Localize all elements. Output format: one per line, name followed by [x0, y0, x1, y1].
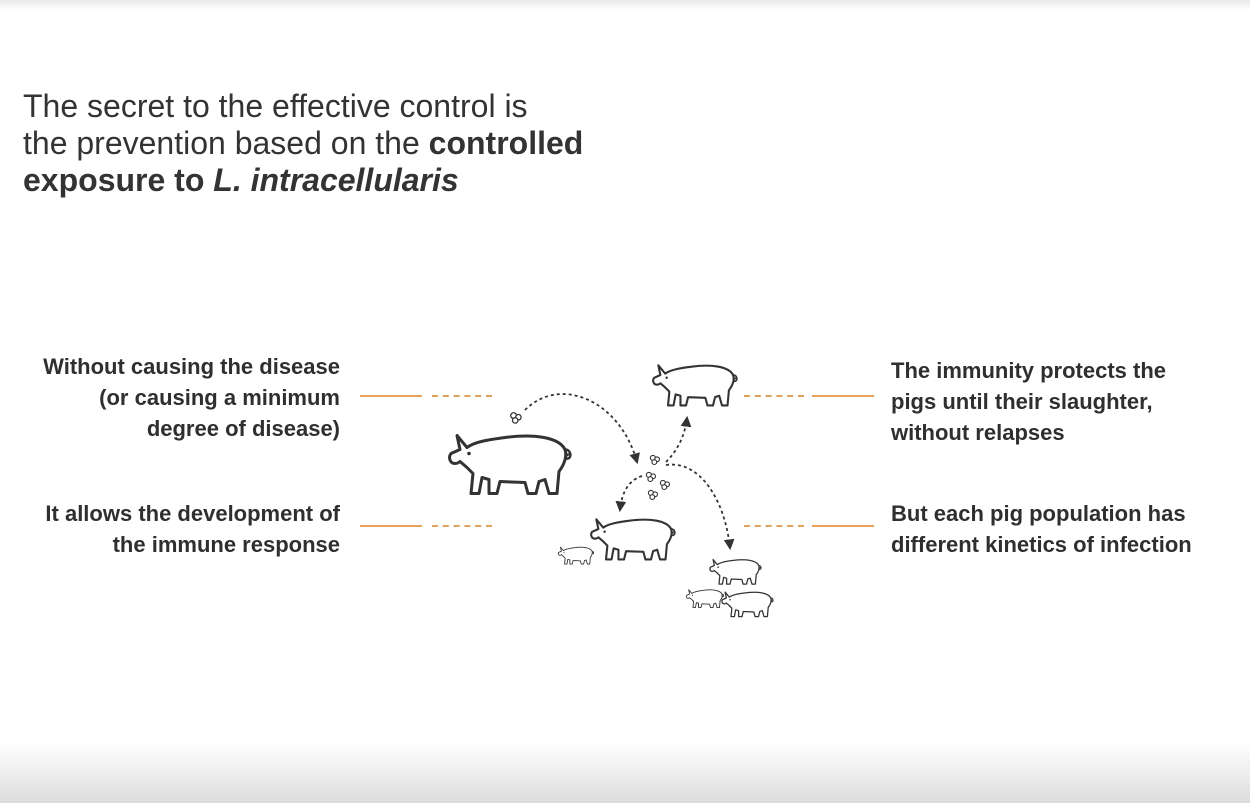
- bacteria-icon: [649, 454, 661, 466]
- right-label-top-line-2: pigs until their slaughter,: [891, 389, 1153, 414]
- connector-left-bottom: [360, 525, 492, 527]
- connector-dashed: [432, 525, 492, 527]
- pig-icon: [685, 589, 725, 609]
- headline-line-3: exposure to L. intracellularis: [23, 162, 783, 199]
- connector-solid: [360, 395, 422, 397]
- right-label-top-line-3: without relapses: [891, 420, 1065, 445]
- headline-line-2: the prevention based on the controlled: [23, 125, 783, 162]
- left-label-top-line-3: degree of disease): [146, 416, 340, 441]
- pig-icon: [447, 433, 573, 496]
- right-label-bottom-line-2: different kinetics of infection: [891, 532, 1192, 557]
- left-label-top: Without causing the disease (or causing …: [43, 351, 340, 444]
- curved-arrow-icon: [665, 463, 735, 551]
- headline-line-3-bold: exposure to: [23, 162, 214, 198]
- pig-icon: [590, 518, 676, 561]
- pig-icon: [652, 364, 738, 407]
- connector-solid: [360, 525, 422, 527]
- bacteria-icon: [510, 412, 522, 424]
- connector-dashed: [432, 395, 492, 397]
- left-label-bottom-line-2: the immune response: [112, 532, 340, 557]
- connector-dashed: [744, 525, 804, 527]
- pig-icon: [557, 546, 595, 565]
- connector-solid: [812, 525, 874, 527]
- right-label-bottom-line-1: But each pig population has: [891, 501, 1186, 526]
- headline-line-1: The secret to the effective control is: [23, 88, 528, 124]
- pig-exposure-illustration: [447, 364, 774, 618]
- bacteria-icon: [659, 479, 671, 491]
- pig-icon: [709, 558, 762, 585]
- curved-arrow-icon: [665, 415, 692, 463]
- right-label-top: The immunity protects the pigs until the…: [891, 355, 1166, 448]
- connector-right-top: [742, 395, 874, 397]
- bacteria-icon: [647, 489, 659, 501]
- headline-line-3-italic: L. intracellularis: [213, 162, 459, 198]
- left-label-bottom: It allows the development of the immune …: [45, 498, 340, 560]
- connector-dashed: [744, 395, 804, 397]
- left-label-bottom-line-1: It allows the development of: [45, 501, 340, 526]
- connector-left-top: [360, 395, 492, 397]
- pig-icon: [721, 591, 774, 618]
- connector-solid: [812, 395, 874, 397]
- left-label-top-line-1: Without causing the disease: [43, 354, 340, 379]
- headline: The secret to the effective control is t…: [23, 88, 783, 199]
- connector-right-bottom: [742, 525, 874, 527]
- headline-line-2-regular: the prevention based on the: [23, 125, 429, 161]
- curved-arrow-icon: [615, 475, 643, 513]
- headline-line-2-bold: controlled: [428, 125, 584, 161]
- top-shadow: [0, 0, 1250, 10]
- bottom-shadow: [0, 743, 1250, 803]
- right-label-bottom: But each pig population has different ki…: [891, 498, 1192, 560]
- bacteria-icon: [645, 471, 657, 483]
- left-label-top-line-2: (or causing a minimum: [99, 385, 340, 410]
- curved-arrow-icon: [524, 393, 640, 465]
- right-label-top-line-1: The immunity protects the: [891, 358, 1167, 383]
